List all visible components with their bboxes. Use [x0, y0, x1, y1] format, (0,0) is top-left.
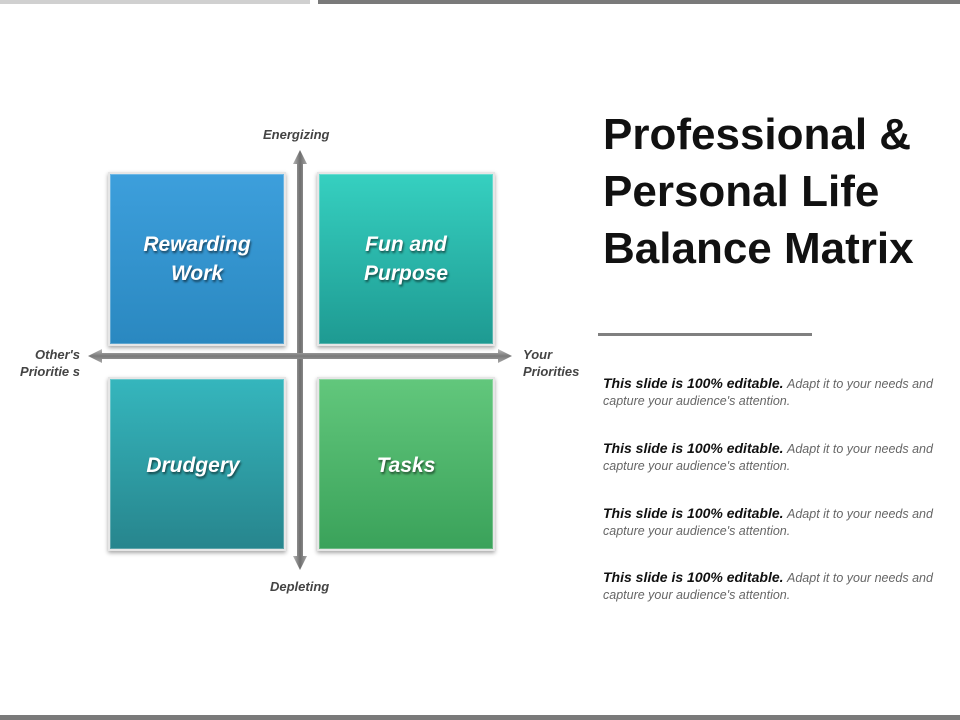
quadrant-label-line: Work [170, 262, 224, 285]
slide-title: Professional & Personal Life Balance Mat… [603, 106, 953, 277]
note-bold-text: This slide is 100% editable. [603, 505, 784, 521]
note-text: Adapt it to your needs and capture your … [603, 442, 933, 473]
note-item: This slide is 100% editable. Adapt it to… [603, 505, 933, 540]
title-line: Balance Matrix [603, 224, 914, 273]
quadrant-label: Drudgery [146, 454, 240, 477]
axis-label-left: Other's Prioritie s [20, 347, 80, 379]
quadrant-drudgery: Drudgery [108, 377, 286, 551]
note-text: Adapt it to your needs and capture your … [603, 507, 933, 538]
axis-label-right: Your Priorities [523, 347, 580, 379]
title-line: Personal Life [603, 167, 880, 216]
note-bold-text: This slide is 100% editable. [603, 440, 784, 456]
axis-label-top: Energizing [263, 127, 330, 142]
title-line: Professional & [603, 110, 912, 159]
top-bar-light [0, 0, 310, 4]
title-divider [598, 333, 812, 336]
horizontal-axis-arrow [88, 349, 512, 363]
quadrant-label: Tasks [376, 454, 436, 477]
note-item: This slide is 100% editable. Adapt it to… [603, 440, 933, 475]
note-item: This slide is 100% editable. Adapt it to… [603, 375, 933, 410]
quadrant-label-line: Fun and [365, 233, 447, 256]
note-item: This slide is 100% editable. Adapt it to… [603, 569, 933, 604]
axis-label-bottom: Depleting [270, 579, 330, 594]
quadrant-label-line: Purpose [363, 262, 449, 285]
top-bar-dark [318, 0, 960, 4]
vertical-axis-arrow [293, 150, 307, 570]
quadrant-rewarding-work: Rewarding Work [108, 172, 286, 346]
quadrant-tasks: Tasks [317, 377, 495, 551]
note-text: Adapt it to your needs and capture your … [603, 377, 933, 408]
bottom-bar [0, 715, 960, 720]
note-text: Adapt it to your needs and capture your … [603, 571, 933, 602]
quadrant-fun-and-purpose: Fun and Purpose [317, 172, 495, 346]
quadrant-label-line: Rewarding [143, 233, 251, 256]
note-bold-text: This slide is 100% editable. [603, 569, 784, 585]
note-bold-text: This slide is 100% editable. [603, 375, 784, 391]
